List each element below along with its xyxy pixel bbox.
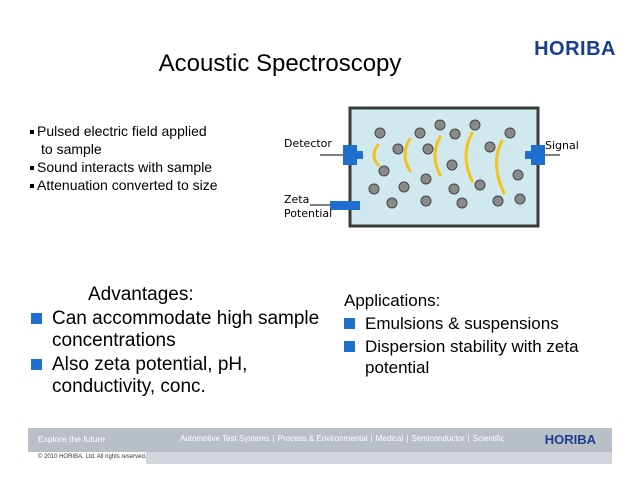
advantage-text: Also zeta potential, pH, conductivity, c…: [52, 354, 248, 397]
square-bullet-icon: [30, 166, 34, 171]
particle: [469, 119, 481, 131]
acoustic-cell-diagram: Detector Signal Zeta Potential: [284, 106, 579, 228]
particle: [392, 143, 404, 155]
potential-label: Potential: [284, 207, 332, 220]
square-bullet-icon: [30, 184, 34, 189]
zeta-label: Zeta: [284, 193, 309, 206]
footer-category: Automotive Test Systems: [180, 434, 270, 443]
particle: [474, 179, 486, 191]
footer-category: Semiconductor: [411, 434, 465, 443]
bullet-text: Pulsed electric field applied: [37, 123, 207, 139]
detector-transducer: [343, 145, 357, 165]
application-text: Emulsions & suspensions: [365, 314, 559, 333]
advantages-section: Advantages: Can accommodate high sample …: [30, 284, 330, 398]
sound-wave: [433, 135, 442, 177]
advantage-text: Can accommodate high sample concentratio…: [52, 308, 320, 351]
particle: [378, 165, 390, 177]
particle: [492, 195, 504, 207]
footer-copyright: © 2010 HORIBA, Ltd. All rights reserved.: [38, 454, 147, 460]
footer-bar: Explore the future Automotive Test Syste…: [28, 428, 612, 464]
footer-category: Medical: [375, 434, 404, 443]
particles: [368, 119, 526, 209]
bullet-text: Sound interacts with sample: [37, 159, 213, 175]
footer-categories: Automotive Test Systems|Process & Enviro…: [180, 434, 505, 443]
application-item: Emulsions & suspensions: [344, 313, 604, 334]
particle: [456, 197, 468, 209]
detector-label: Detector: [284, 137, 332, 150]
particle: [398, 181, 410, 193]
zeta-probe: [330, 201, 360, 210]
particle: [484, 141, 496, 153]
slide-title-text: Acoustic Spectroscopy: [158, 50, 402, 77]
bullet-item: Pulsed electric field applied: [30, 122, 218, 140]
application-item: Dispersion stability with zeta potential: [344, 336, 604, 378]
signal-transducer: [531, 145, 545, 165]
bullet-continuation: to sample: [30, 140, 218, 158]
sound-wave: [495, 139, 506, 195]
advantages-heading: Advantages:: [88, 284, 194, 305]
particle: [374, 127, 386, 139]
footer-tagline: Explore the future: [38, 434, 106, 444]
particle: [414, 127, 426, 139]
square-bullet-icon: [31, 313, 42, 324]
square-bullet-icon: [30, 130, 34, 135]
particle: [422, 143, 434, 155]
bullet-item: Sound interacts with sample: [30, 158, 218, 176]
horiba-logo: HORIBA: [534, 38, 616, 60]
advantage-item: Also zeta potential, pH, conductivity, c…: [30, 354, 330, 398]
particle: [434, 119, 446, 131]
bullet-item: Attenuation converted to size: [30, 176, 218, 194]
footer-category: Process & Environmental: [277, 434, 368, 443]
footer-band: [28, 428, 612, 452]
footer-horiba-logo: HORIBA: [544, 432, 596, 447]
applications-heading: Applications:: [344, 291, 441, 310]
particle: [420, 173, 432, 185]
detector-tip: [357, 151, 363, 159]
particle: [512, 169, 524, 181]
footer-category: Scientific: [472, 434, 505, 443]
particle: [449, 128, 461, 140]
particle: [368, 183, 380, 195]
sound-wave: [464, 131, 474, 183]
sound-wave: [372, 143, 380, 167]
slide-title: Acoustic Spectroscopy: [0, 50, 560, 78]
sound-wave: [403, 137, 412, 173]
square-bullet-icon: [344, 341, 355, 352]
particle: [448, 183, 460, 195]
square-bullet-icon: [31, 359, 42, 370]
bullet-text: to sample: [41, 141, 102, 157]
applications-section: Applications: Emulsions & suspensions Di…: [344, 290, 604, 378]
bullet-text: Attenuation converted to size: [37, 177, 218, 193]
particle: [504, 127, 516, 139]
particle: [514, 193, 526, 205]
sound-waves: [372, 131, 506, 195]
footer-copyright-band: [28, 452, 146, 464]
particle: [420, 195, 432, 207]
signal-label: Signal: [545, 139, 579, 152]
application-text: Dispersion stability with zeta potential: [365, 337, 579, 377]
square-bullet-icon: [344, 318, 355, 329]
particle: [446, 159, 458, 171]
particle: [386, 197, 398, 209]
method-bullets: Pulsed electric field applied to sample …: [30, 122, 218, 194]
advantage-item: Can accommodate high sample concentratio…: [30, 308, 330, 352]
signal-tip: [525, 151, 531, 159]
